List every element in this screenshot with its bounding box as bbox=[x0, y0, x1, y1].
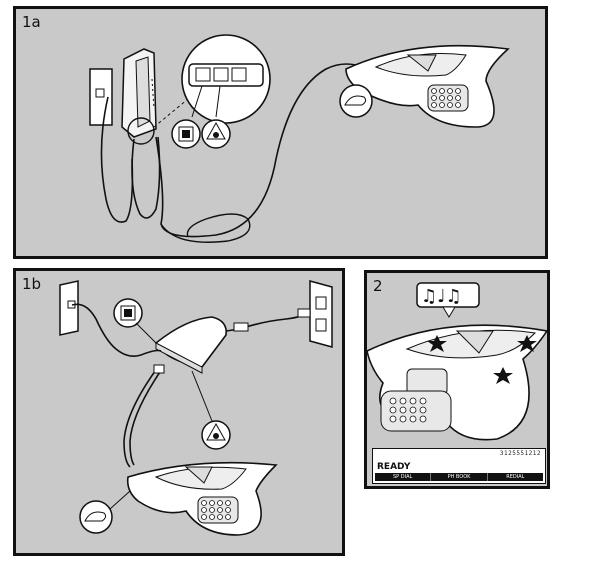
phone-jack-icon bbox=[171, 119, 201, 149]
panel-label-1b: 1b bbox=[22, 275, 42, 293]
indicator-light-bursts bbox=[427, 335, 537, 384]
wall-jack-plate bbox=[89, 68, 113, 126]
panel-label-1a: 1a bbox=[22, 13, 41, 31]
softkey-ph-book[interactable]: PH BOOK bbox=[431, 473, 488, 481]
phone-jack-icon bbox=[113, 298, 157, 344]
illustration-1a bbox=[89, 34, 510, 243]
illustration-2: ♫♩♫ bbox=[367, 282, 547, 441]
softkey-redial[interactable]: REDIAL bbox=[506, 474, 525, 480]
svg-text:♫♩♫: ♫♩♫ bbox=[421, 286, 462, 307]
power-module bbox=[121, 48, 157, 138]
panel-2: 2 ♫♩♫ 3125551212 READ bbox=[364, 270, 550, 489]
conference-phone-console bbox=[345, 44, 510, 128]
port-callout bbox=[181, 34, 271, 124]
display-status: READY bbox=[377, 462, 411, 472]
panel-1b: 1b bbox=[13, 268, 345, 556]
panel-1a: 1a bbox=[13, 6, 548, 259]
wall-jack-plate bbox=[59, 280, 79, 336]
illustration-1b bbox=[59, 280, 333, 536]
panel-label-2: 2 bbox=[373, 277, 383, 295]
softkey-sp-dial[interactable]: SP DIAL bbox=[375, 473, 432, 481]
conference-phone-console bbox=[126, 461, 278, 536]
display-softkeys: SP DIAL PH BOOK REDIAL bbox=[375, 473, 543, 481]
wall-power-outlet bbox=[309, 280, 333, 348]
phone-display: 3125551212 READY SP DIAL PH BOOK REDIAL bbox=[372, 448, 546, 484]
console-port-icon bbox=[339, 84, 373, 118]
power-icon bbox=[201, 119, 231, 149]
power-icon bbox=[191, 370, 231, 450]
music-notes-icon: ♫♩♫ bbox=[416, 282, 480, 318]
conference-phone-console bbox=[367, 324, 547, 441]
power-module bbox=[154, 316, 228, 374]
display-number: 3125551212 bbox=[499, 450, 541, 457]
console-port-icon bbox=[79, 490, 131, 534]
